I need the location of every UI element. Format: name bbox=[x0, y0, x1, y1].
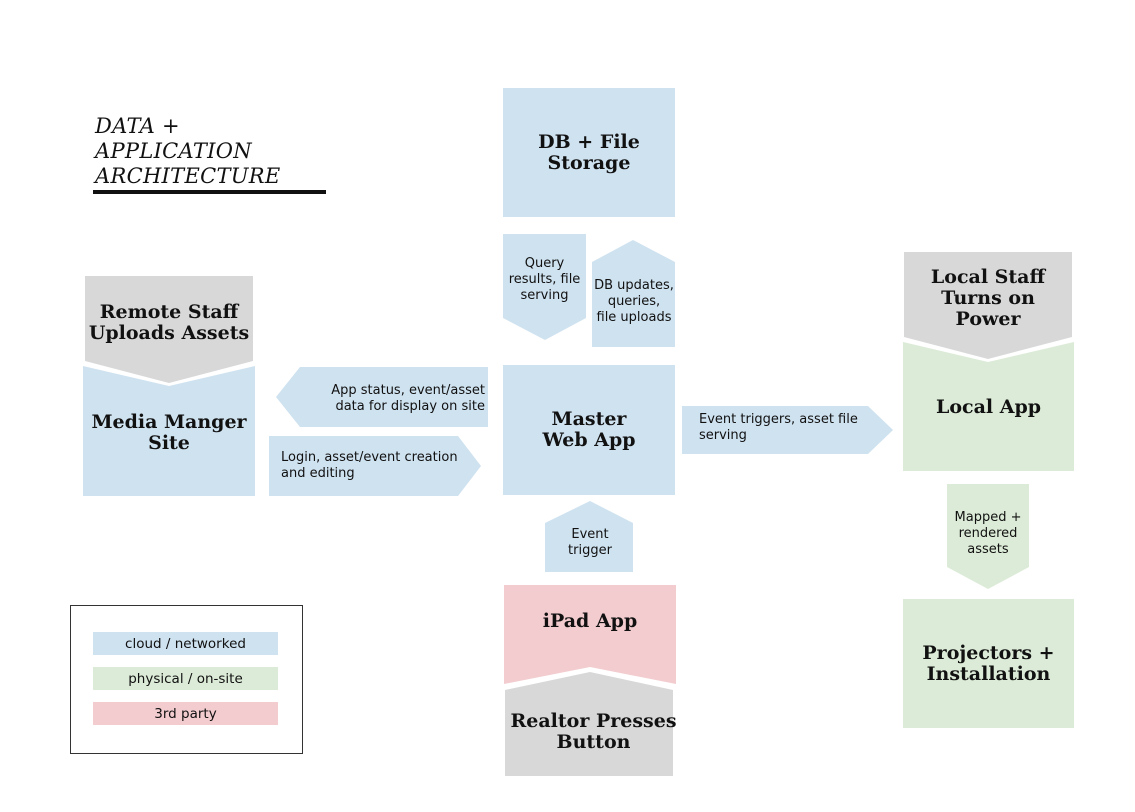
master-web-app-label: Master Web App bbox=[542, 408, 636, 451]
master-web-app-node: Master Web App bbox=[503, 365, 675, 495]
remote-staff-label: Remote Staff Uploads Assets bbox=[88, 301, 250, 344]
diagram-title-line-2: APPLICATION bbox=[95, 139, 252, 163]
db-file-storage-label: DB + File Storage bbox=[538, 130, 640, 174]
ipad-app-label: iPad App bbox=[542, 609, 638, 632]
local-app-label: Local App bbox=[935, 395, 1042, 418]
projectors-label: Projectors + Installation bbox=[922, 641, 1055, 685]
event-trigger-arrow-label: Event trigger bbox=[568, 527, 612, 558]
remote-staff-node: Remote Staff Uploads Assets bbox=[85, 295, 253, 351]
login-arrow-label: Login, asset/event creation and editing bbox=[281, 450, 458, 481]
media-manager-label: Media Manger Site bbox=[91, 411, 247, 454]
mapped-assets-arrow-label: Mapped + rendered assets bbox=[954, 510, 1022, 557]
local-staff-label: Local Staff Turns on Power bbox=[930, 265, 1046, 330]
app-status-arrow-label: App status, event/asset data for display… bbox=[331, 383, 485, 414]
legend-third-party-swatch: 3rd party bbox=[93, 702, 278, 725]
legend-physical-swatch: physical / on-site bbox=[93, 667, 278, 690]
legend-physical-label: physical / on-site bbox=[128, 670, 243, 687]
db-updates-arrow-label: DB updates, queries, file uploads bbox=[594, 278, 674, 325]
realtor-label: Realtor Presses Button bbox=[510, 710, 677, 753]
local-staff-node: Local Staff Turns on Power bbox=[904, 265, 1072, 331]
db-file-storage-node: DB + File Storage bbox=[503, 88, 675, 217]
local-app-node: Local App bbox=[903, 393, 1074, 421]
projectors-node: Projectors + Installation bbox=[903, 599, 1074, 728]
legend-third-party-label: 3rd party bbox=[154, 705, 217, 722]
event-triggers-arrow-label: Event triggers, asset file serving bbox=[699, 412, 858, 443]
diagram-title-line-1: DATA + bbox=[95, 114, 180, 138]
media-manager-node: Media Manger Site bbox=[83, 400, 255, 466]
legend-cloud-swatch: cloud / networked bbox=[93, 632, 278, 655]
title-underline bbox=[93, 190, 326, 194]
query-results-arrow-label: Query results, file serving bbox=[508, 256, 581, 303]
diagram-title-line-3: ARCHITECTURE bbox=[95, 164, 281, 188]
legend-cloud-label: cloud / networked bbox=[125, 635, 246, 652]
realtor-node: Realtor Presses Button bbox=[505, 704, 682, 760]
ipad-app-node: iPad App bbox=[504, 607, 676, 635]
